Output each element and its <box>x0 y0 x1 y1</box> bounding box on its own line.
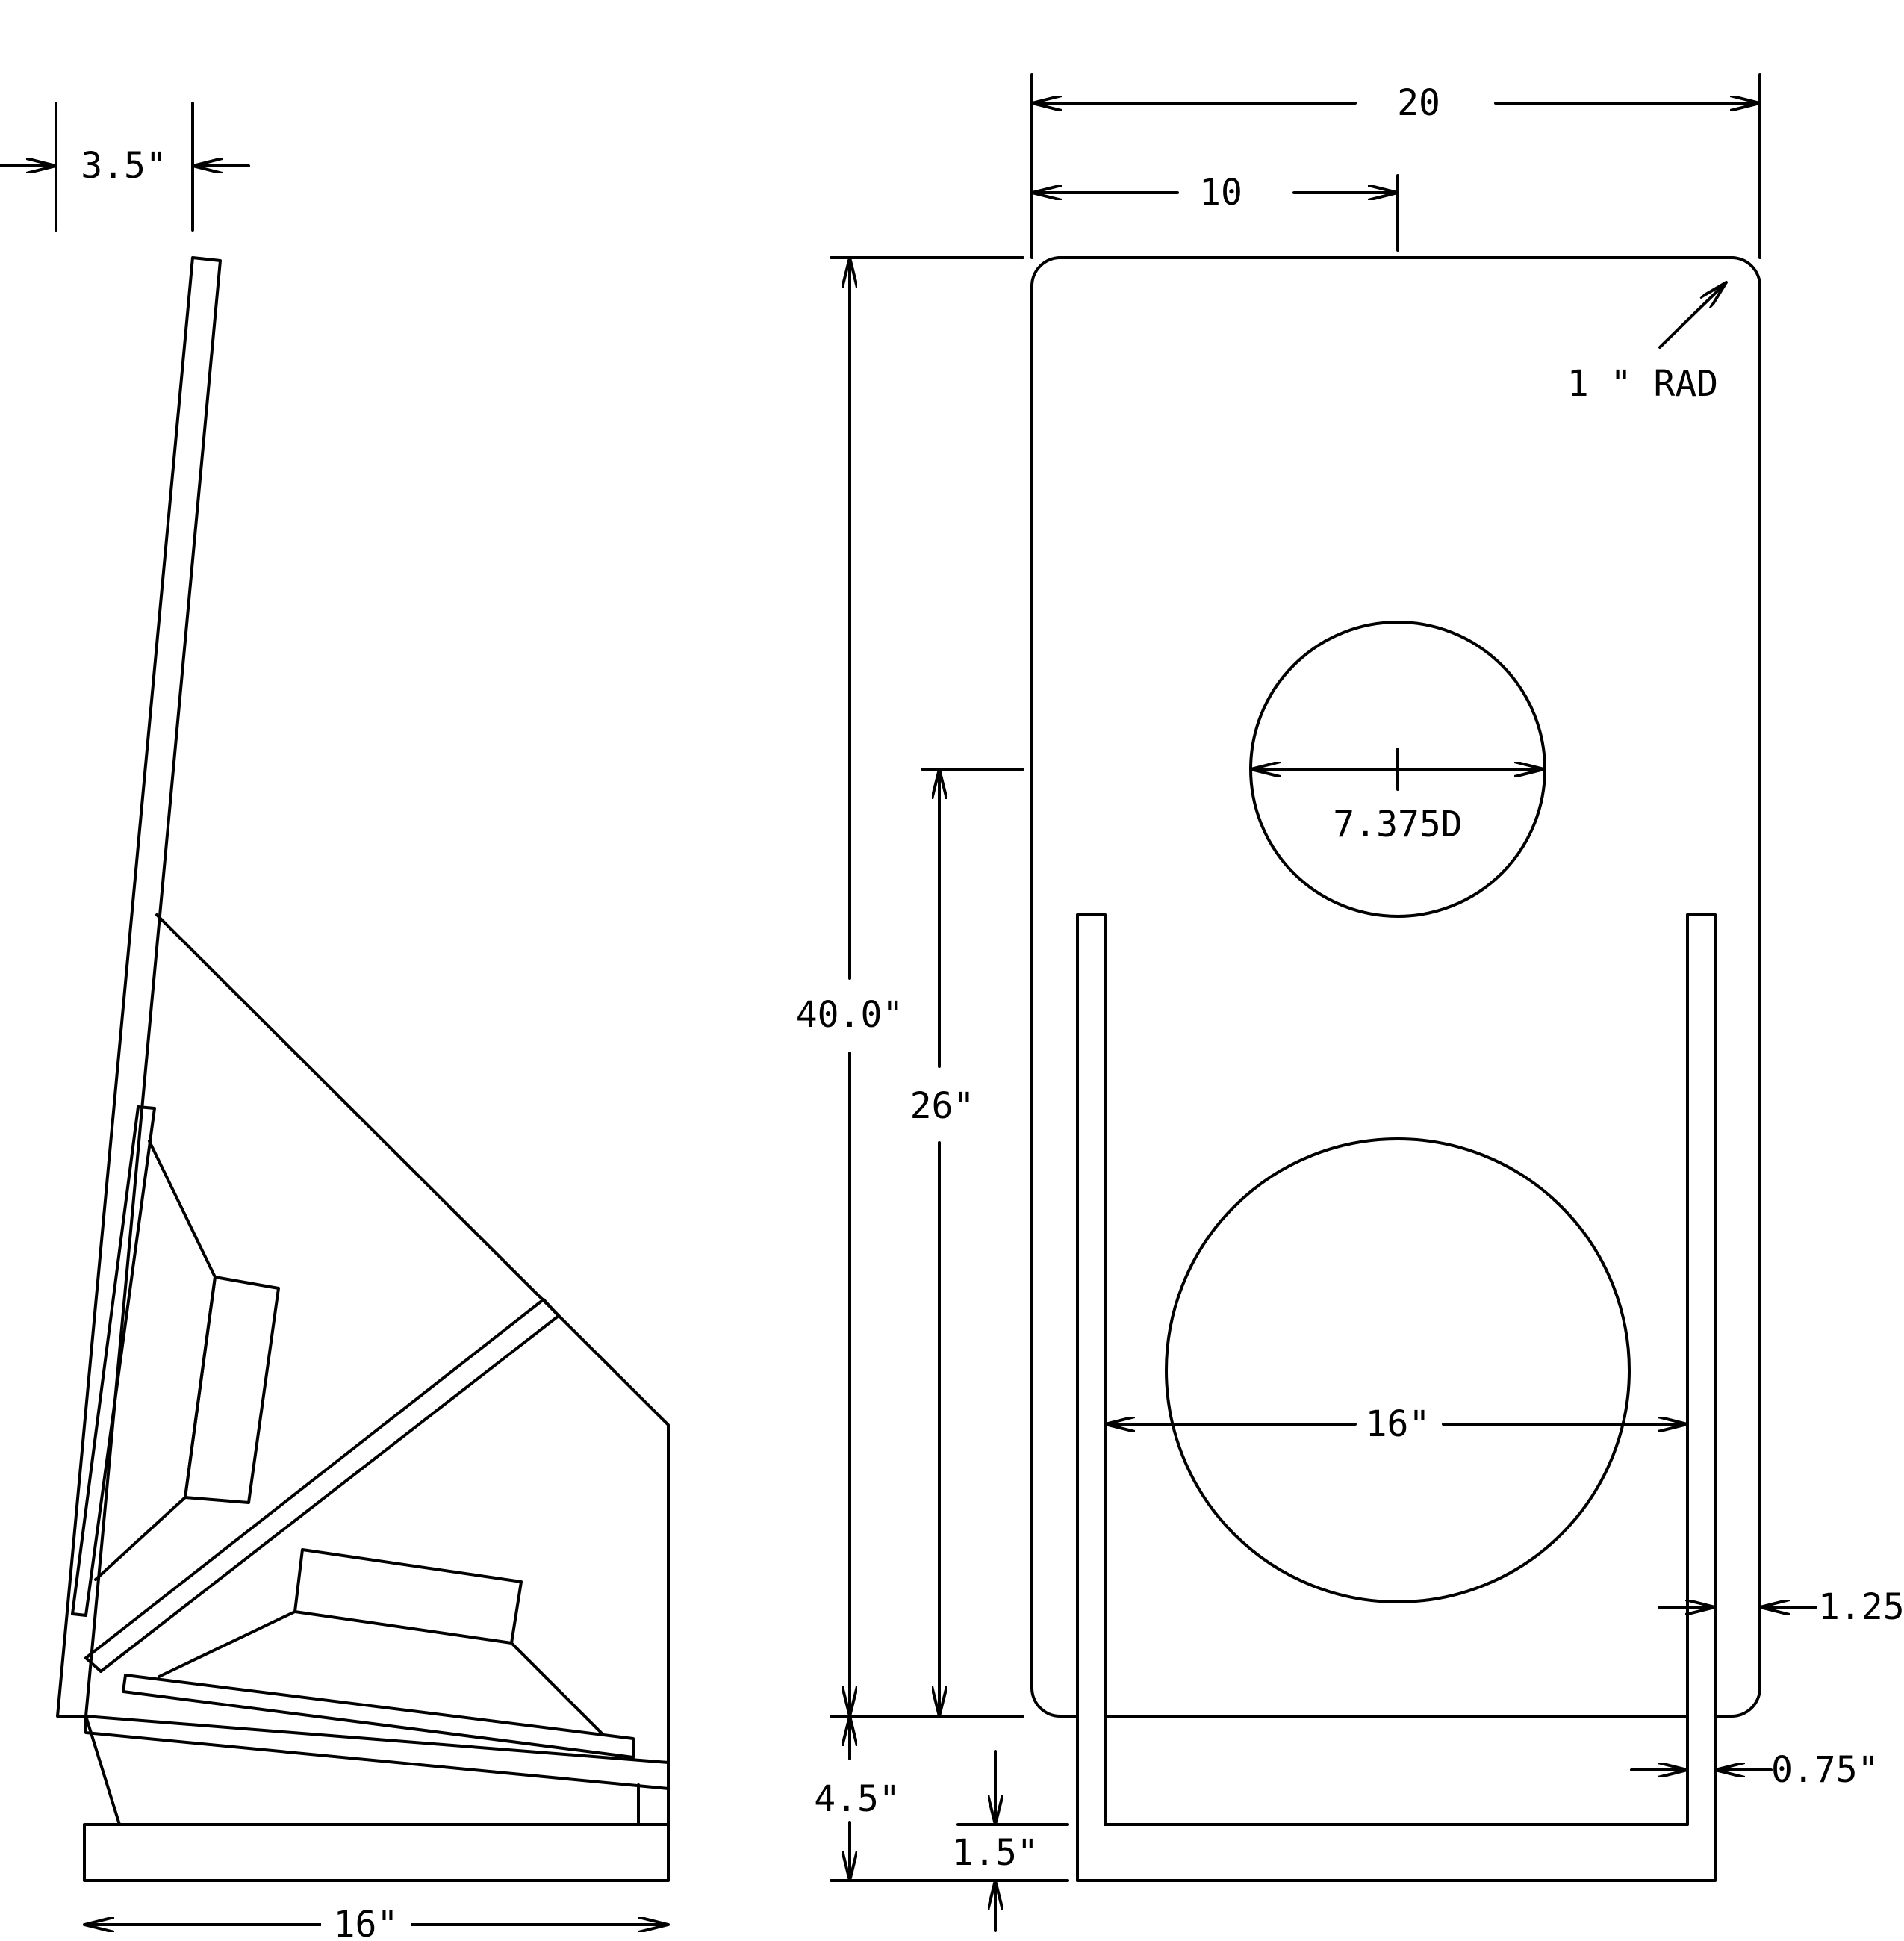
height-label: 40.0" <box>796 994 904 1036</box>
port-diameter-label: 7.375D <box>1333 804 1462 845</box>
cabinet-rear <box>155 913 670 1826</box>
lower-driver-magnet <box>293 1548 523 1645</box>
side-dim-top: 3.5" <box>81 145 167 187</box>
base-thick-label: 1.5" <box>952 1832 1039 1874</box>
base-gap-label: 4.5" <box>814 1778 900 1820</box>
radius-label: 1 " RAD <box>1567 363 1718 405</box>
radius-leader <box>1658 281 1728 349</box>
stand-legs <box>1076 913 1717 1882</box>
diagonal-panel <box>84 1298 560 1673</box>
lower-driver-cone <box>158 1610 296 1678</box>
width-label: 20 <box>1397 82 1440 124</box>
foot <box>84 1715 121 1826</box>
front-view: 7.375D 16" 20 10 1 " RAD 40.0" 26" <box>796 73 1904 1932</box>
woofer-hole <box>1165 1137 1631 1603</box>
upper-driver-cone <box>94 1140 217 1581</box>
lower-driver-cone-2 <box>510 1642 605 1736</box>
side-view: 3.5" 16" <box>0 102 670 1941</box>
half-width-label: 10 <box>1199 172 1242 214</box>
wall-thick-label: 0.75" <box>1771 1749 1879 1791</box>
upper-driver-magnet <box>184 1276 280 1504</box>
port-height-label: 26" <box>910 1085 975 1127</box>
side-dim-bottom: 16" <box>334 1904 399 1941</box>
front-panel <box>1030 256 1761 1718</box>
bottom-board <box>84 1715 670 1790</box>
lower-plate <box>122 1674 635 1759</box>
inner-width-label: 16" <box>1366 1403 1431 1445</box>
side-thick-label: 1.25" <box>1818 1586 1904 1628</box>
base-plinth <box>83 1823 670 1882</box>
inner-baffle <box>71 1105 156 1617</box>
